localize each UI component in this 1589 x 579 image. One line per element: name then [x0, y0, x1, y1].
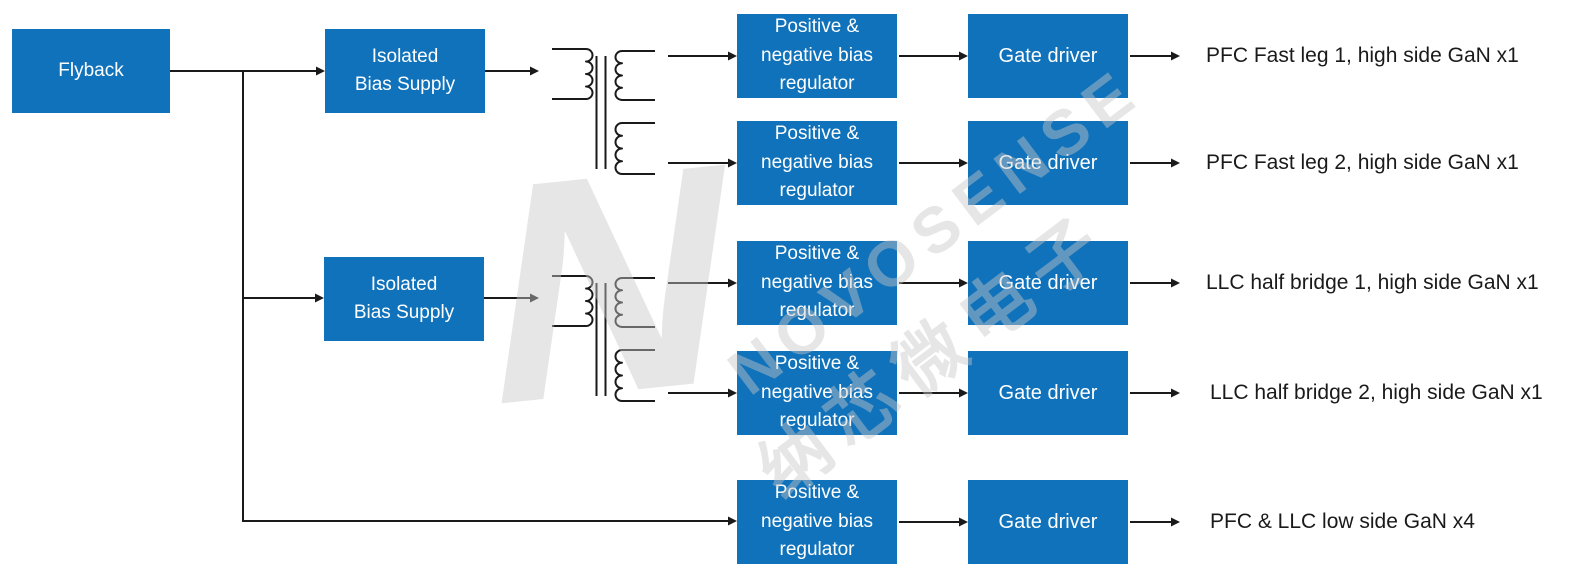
- regulator-block-2: Positive & negative bias regulator: [737, 121, 897, 205]
- bias1-label-line2: Bias Supply: [354, 74, 456, 95]
- reg4-line1: Positive &: [774, 353, 860, 375]
- flyback-block: Flyback: [12, 29, 170, 113]
- reg4-line2: negative bias: [761, 381, 873, 403]
- transformer-2-icon: [551, 275, 656, 402]
- gate-driver-block-1: Gate driver: [968, 14, 1128, 98]
- output-label-1: PFC Fast leg 1, high side GaN x1: [1206, 44, 1519, 67]
- isolated-bias-supply-block-2: Isolated Bias Supply: [324, 257, 484, 341]
- gate3-label: Gate driver: [998, 272, 1098, 294]
- reg1-line3: regulator: [779, 73, 855, 95]
- gate4-label: Gate driver: [998, 382, 1098, 404]
- reg2-line3: regulator: [779, 180, 855, 202]
- reg3-line1: Positive &: [774, 243, 860, 265]
- gate5-label: Gate driver: [998, 511, 1098, 533]
- reg3-line2: negative bias: [761, 271, 873, 293]
- regulator-block-4: Positive & negative bias regulator: [737, 351, 897, 435]
- reg1-line1: Positive &: [774, 16, 860, 38]
- output-label-2: PFC Fast leg 2, high side GaN x1: [1206, 151, 1519, 174]
- gate1-label: Gate driver: [998, 45, 1098, 67]
- gate-driver-block-2: Gate driver: [968, 121, 1128, 205]
- bias1-label-line1: Isolated: [371, 45, 439, 67]
- isolated-bias-supply-block-1: Isolated Bias Supply: [325, 29, 485, 113]
- output-label-4: LLC half bridge 2, high side GaN x1: [1210, 381, 1543, 404]
- reg3-line3: regulator: [779, 300, 855, 322]
- output-label-3: LLC half bridge 1, high side GaN x1: [1206, 271, 1539, 294]
- reg5-line2: negative bias: [761, 510, 873, 532]
- output-label-5: PFC & LLC low side GaN x4: [1210, 510, 1475, 533]
- transformer-1-icon: [551, 48, 656, 175]
- arrows-group: [170, 51, 1180, 527]
- regulator-block-5: Positive & negative bias regulator: [737, 480, 897, 564]
- regulator-block-1: Positive & negative bias regulator: [737, 14, 897, 98]
- bias2-label-line1: Isolated: [370, 273, 438, 295]
- reg5-line3: regulator: [779, 539, 855, 561]
- flyback-label: Flyback: [58, 59, 124, 81]
- reg1-line2: negative bias: [761, 44, 873, 66]
- gate2-label: Gate driver: [998, 152, 1098, 174]
- trunk-to-regulator5: [242, 72, 737, 526]
- reg4-line3: regulator: [779, 410, 855, 432]
- bias2-label-line2: Bias Supply: [353, 302, 455, 323]
- reg2-line1: Positive &: [774, 123, 860, 145]
- gate-driver-block-4: Gate driver: [968, 351, 1128, 435]
- regulator-block-3: Positive & negative bias regulator: [737, 241, 897, 325]
- gate-driver-block-3: Gate driver: [968, 241, 1128, 325]
- gate-driver-block-5: Gate driver: [968, 480, 1128, 564]
- reg5-line1: Positive &: [774, 482, 860, 504]
- reg2-line2: negative bias: [761, 151, 873, 173]
